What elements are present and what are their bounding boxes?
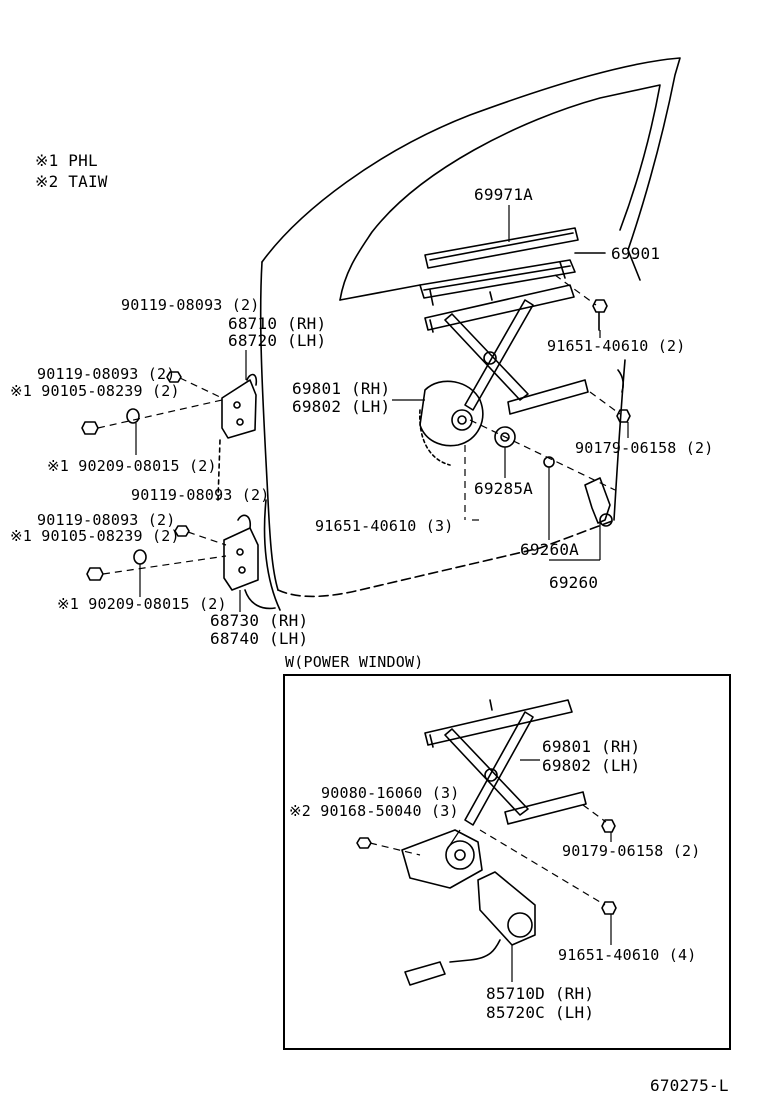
pw-motor-bracket bbox=[401, 829, 483, 889]
legend-mark-1: ※1 bbox=[35, 151, 59, 170]
label-69285A: 69285A bbox=[474, 479, 533, 498]
pw-label-69801: 69801 (RH) bbox=[542, 737, 641, 756]
label-90105-a: ※1 90105-08239 (2) bbox=[10, 382, 180, 400]
bolt-hinge-lower-2 bbox=[86, 567, 104, 581]
pw-nut-90179 bbox=[601, 819, 616, 833]
label-69801: 69801 (RH) bbox=[292, 379, 391, 398]
nut-90179-a bbox=[616, 409, 631, 423]
door-bottom-curve bbox=[277, 519, 616, 598]
label-90209-a: ※1 90209-08015 (2) bbox=[47, 457, 217, 475]
bolt-hinge-lower-1 bbox=[174, 525, 190, 537]
label-90209-b: ※1 90209-08015 (2) bbox=[57, 595, 227, 613]
window-handle-69260 bbox=[584, 477, 611, 524]
label-91651-b: 91651-40610 (3) bbox=[315, 517, 454, 535]
pw-label-69802: 69802 (LH) bbox=[542, 756, 641, 775]
pw-top-rail bbox=[424, 699, 573, 746]
legend-mark-2: ※2 bbox=[35, 172, 59, 191]
pw-bolt-90080 bbox=[356, 837, 372, 849]
lower-hinge-68730 bbox=[223, 527, 259, 591]
pw-label-85720C: 85720C (LH) bbox=[486, 1003, 595, 1022]
door-frame-left-edge bbox=[259, 261, 279, 591]
label-69802: 69802 (LH) bbox=[292, 397, 391, 416]
label-69260: 69260 bbox=[549, 573, 599, 592]
door-frame-outline bbox=[261, 57, 681, 281]
regulator-arm-1 bbox=[444, 313, 529, 401]
label-68720: 68720 (LH) bbox=[228, 331, 327, 350]
bolt-hinge-upper-1 bbox=[166, 371, 182, 383]
sector-gear bbox=[419, 380, 484, 447]
label-90119-b: 90119-08093 (2) bbox=[37, 365, 176, 383]
legend-text-1: PHL bbox=[68, 151, 98, 170]
door-window-line bbox=[339, 284, 421, 301]
legend-text-2: TAIW bbox=[68, 172, 108, 191]
pw-arm-1 bbox=[444, 728, 529, 816]
label-90119-d: 90119-08093 (2) bbox=[37, 511, 176, 529]
label-90105-b: ※1 90105-08239 (2) bbox=[10, 527, 180, 545]
pw-label-91651: 91651-40610 (4) bbox=[558, 946, 697, 964]
regulator-arm-2 bbox=[464, 299, 534, 411]
label-69260A: 69260A bbox=[520, 540, 579, 559]
bolt-91651-a bbox=[592, 299, 608, 331]
pw-bottom-rail bbox=[504, 791, 587, 825]
pw-label-90080: 90080-16060 (3) bbox=[321, 784, 460, 802]
pw-label-85710D: 85710D (RH) bbox=[486, 984, 595, 1003]
glass-run-69971A bbox=[424, 227, 579, 269]
legend-phl: ※1 PHL bbox=[35, 152, 98, 169]
bolt-hinge-upper-2 bbox=[81, 421, 99, 435]
pw-arm-2 bbox=[464, 711, 534, 826]
label-91651-a: 91651-40610 (2) bbox=[547, 337, 686, 355]
power-window-title: W(POWER WINDOW) bbox=[285, 653, 424, 671]
regulator-bottom-rail bbox=[507, 379, 589, 415]
regulator-top-rail bbox=[424, 284, 575, 331]
pw-motor-85710D bbox=[477, 871, 536, 946]
label-69971A: 69971A bbox=[474, 185, 533, 204]
power-window-box bbox=[283, 674, 731, 1050]
pw-connector bbox=[404, 961, 446, 986]
channel-69901 bbox=[419, 259, 576, 299]
pw-label-90168: ※2 90168-50040 (3) bbox=[289, 802, 459, 820]
pw-label-90179: 90179-06158 (2) bbox=[562, 842, 701, 860]
label-90119-a: 90119-08093 (2) bbox=[121, 296, 260, 314]
label-90119-c: 90119-08093 (2) bbox=[131, 486, 270, 504]
label-68730: 68730 (RH) bbox=[210, 611, 309, 630]
washer-hinge-lower bbox=[133, 549, 147, 565]
label-90179-a: 90179-06158 (2) bbox=[575, 439, 714, 457]
label-68740: 68740 (LH) bbox=[210, 629, 309, 648]
diagram-code: 670275-L bbox=[650, 1076, 729, 1095]
label-68710: 68710 (RH) bbox=[228, 314, 327, 333]
upper-hinge-68710 bbox=[221, 379, 257, 439]
label-69901: 69901 bbox=[611, 244, 661, 263]
door-frame-inner bbox=[339, 84, 661, 301]
legend-taiw: ※2 TAIW bbox=[35, 173, 108, 190]
pw-bolt-91651 bbox=[601, 901, 617, 915]
washer-hinge-upper bbox=[126, 408, 140, 424]
